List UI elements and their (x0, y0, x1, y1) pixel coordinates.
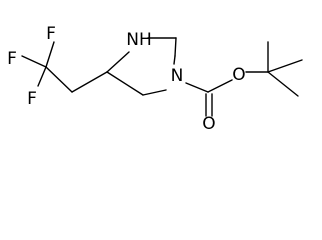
bond-tbutyl-me-bottom (267, 71, 299, 97)
bond-carbonyl-o-ester (207, 79, 233, 93)
atom-label-n-carbamate: N (171, 66, 184, 86)
atom-label-o-carbonyl: O (202, 114, 215, 132)
bond-c5-c6 (174, 37, 177, 57)
atom-label-o-ester: O (232, 65, 245, 85)
bond-cf3-ch2 (45, 66, 73, 93)
bond-n1-carbonyl (185, 82, 209, 93)
bond-tbutyl-me-right (267, 59, 303, 73)
atom-label-f-left: F (7, 49, 17, 69)
chemical-structure: F F F NH N O O (7, 24, 303, 132)
bond-n1-c2 (142, 89, 167, 96)
bond-lines (21, 37, 303, 117)
bond-c3-n4h (106, 51, 130, 73)
atom-label-f-top: F (46, 24, 56, 44)
atom-label-f-bottom: F (27, 89, 37, 109)
bond-cf3-f-bottom (37, 66, 47, 87)
bond-ch2-c3 (71, 71, 108, 93)
bond-cf3-f-top (45, 41, 55, 68)
atom-labels: F F F NH N O O (7, 24, 246, 132)
bond-c6-n1 (173, 55, 176, 65)
atom-label-nh: NH (126, 30, 152, 50)
bond-c2-c3 (106, 71, 144, 96)
bond-cf3-f-left (21, 55, 47, 68)
